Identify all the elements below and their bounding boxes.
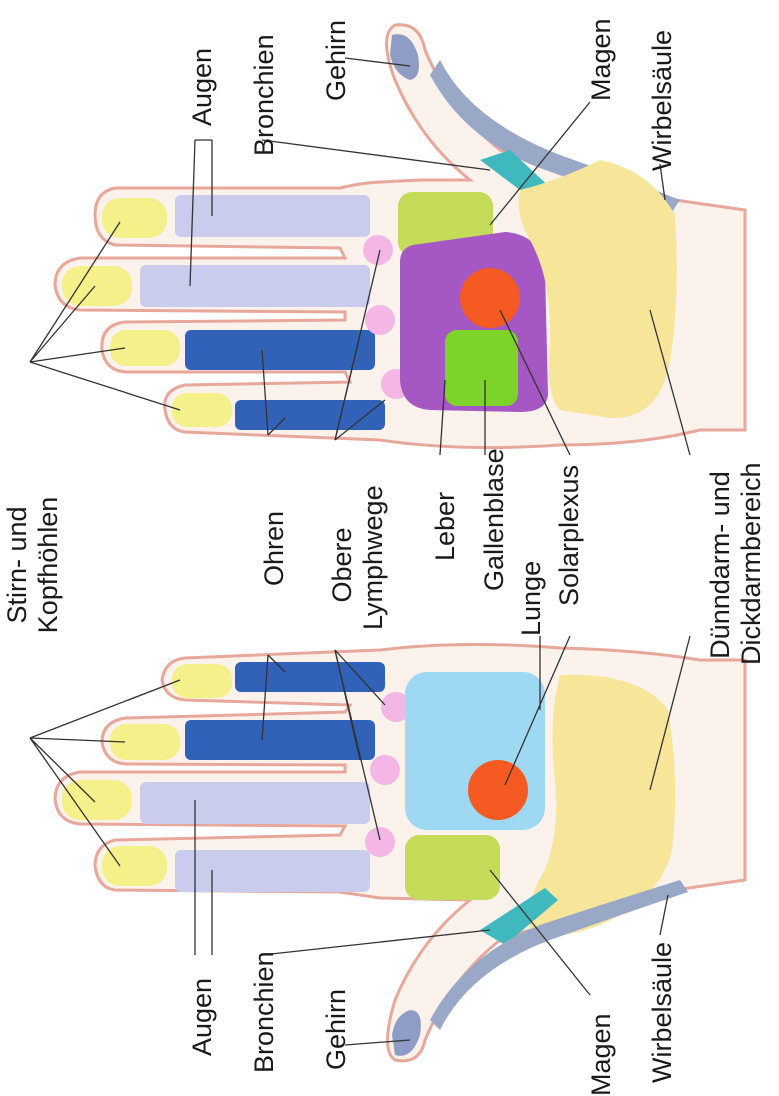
label-stirn: Stirn- und	[2, 506, 32, 623]
label-gehirn-top-text: Gehirn	[321, 20, 351, 101]
label-gallenblase: Gallenblase	[479, 461, 511, 591]
label-leber-text: Leber	[430, 492, 460, 561]
top-sinus-1	[102, 198, 167, 238]
label-solarplexus-text: Solarplexus	[554, 465, 584, 606]
label-gehirn-bottom: Gehirn	[321, 990, 353, 1070]
label-leber: Leber	[430, 481, 462, 561]
top-sinus-3	[110, 330, 180, 366]
label-augen-top: Augen	[187, 46, 219, 126]
label-lymphwege: Lymphwege	[358, 485, 388, 630]
top-sinus-2	[62, 266, 132, 306]
top-ear-zone-2	[235, 400, 385, 430]
label-dickdarm: Dickdarmbereich	[736, 462, 766, 665]
top-solar-plexus	[460, 268, 520, 328]
bottom-lymph-dot-3	[365, 827, 395, 857]
label-magen-bottom: Magen	[586, 1016, 618, 1096]
bottom-solar-plexus	[468, 760, 528, 820]
label-ohren: Ohren	[259, 506, 291, 586]
bottom-sinus-4	[102, 846, 167, 886]
label-bronchien-bottom: Bronchien	[249, 963, 281, 1073]
label-wirbelsaeule-bottom: Wirbelsäule	[647, 953, 679, 1083]
label-ohren-text: Ohren	[259, 511, 289, 586]
bottom-eye-zone-1	[140, 782, 370, 824]
label-wirbelsaeule-top: Wirbelsäule	[647, 41, 679, 171]
label-kopfhoehlen: Kopfhöhlen	[33, 497, 63, 634]
label-augen-bottom-text: Augen	[187, 978, 217, 1056]
label-magen-bottom-text: Magen	[586, 1013, 616, 1096]
bottom-ear-zone-2	[185, 720, 375, 760]
label-stirn-kopfhoehlen: Stirn- und Kopfhöhlen	[2, 490, 72, 640]
label-augen-top-text: Augen	[187, 48, 217, 126]
top-gallbladder-zone	[445, 330, 518, 406]
bottom-sinus-1	[172, 664, 232, 698]
top-eye-zone-1	[175, 195, 370, 237]
label-augen-bottom: Augen	[187, 976, 219, 1056]
top-lymph-dot-2	[365, 305, 395, 335]
label-wirbelsaeule-bottom-text: Wirbelsäule	[647, 942, 677, 1083]
label-bronchien-bottom-text: Bronchien	[249, 951, 279, 1073]
bottom-hand	[30, 636, 745, 1061]
bottom-eye-zone-2	[175, 850, 370, 892]
top-sinus-4	[172, 393, 232, 427]
label-wirbelsaeule-top-text: Wirbelsäule	[647, 30, 677, 171]
label-lunge-text: Lunge	[516, 561, 546, 636]
bottom-lymph-dot-2	[370, 755, 400, 785]
top-ear-zone-1	[185, 330, 375, 370]
bottom-ear-zone-1	[235, 662, 385, 692]
label-magen-top-text: Magen	[586, 18, 616, 101]
label-solarplexus: Solarplexus	[554, 476, 586, 606]
label-duenndarm-dickdarm: Dünndarm- und Dickdarmbereich	[705, 465, 775, 665]
label-bronchien-top: Bronchien	[249, 46, 281, 156]
label-bronchien-top-text: Bronchien	[249, 34, 279, 156]
top-hand	[30, 25, 745, 455]
bottom-sinus-3	[62, 780, 132, 820]
top-eye-zone-2	[140, 265, 370, 307]
label-obere-lymphwege: Obere Lymphwege	[327, 500, 397, 630]
bottom-stomach-zone	[405, 835, 500, 900]
label-gehirn-bottom-text: Gehirn	[321, 989, 351, 1070]
label-magen-top: Magen	[586, 21, 618, 101]
label-gallenblase-text: Gallenblase	[479, 448, 509, 591]
label-gehirn-top: Gehirn	[321, 21, 353, 101]
label-duenndarm: Dünndarm- und	[705, 471, 735, 659]
label-obere: Obere	[327, 527, 357, 602]
label-lunge: Lunge	[516, 556, 548, 636]
